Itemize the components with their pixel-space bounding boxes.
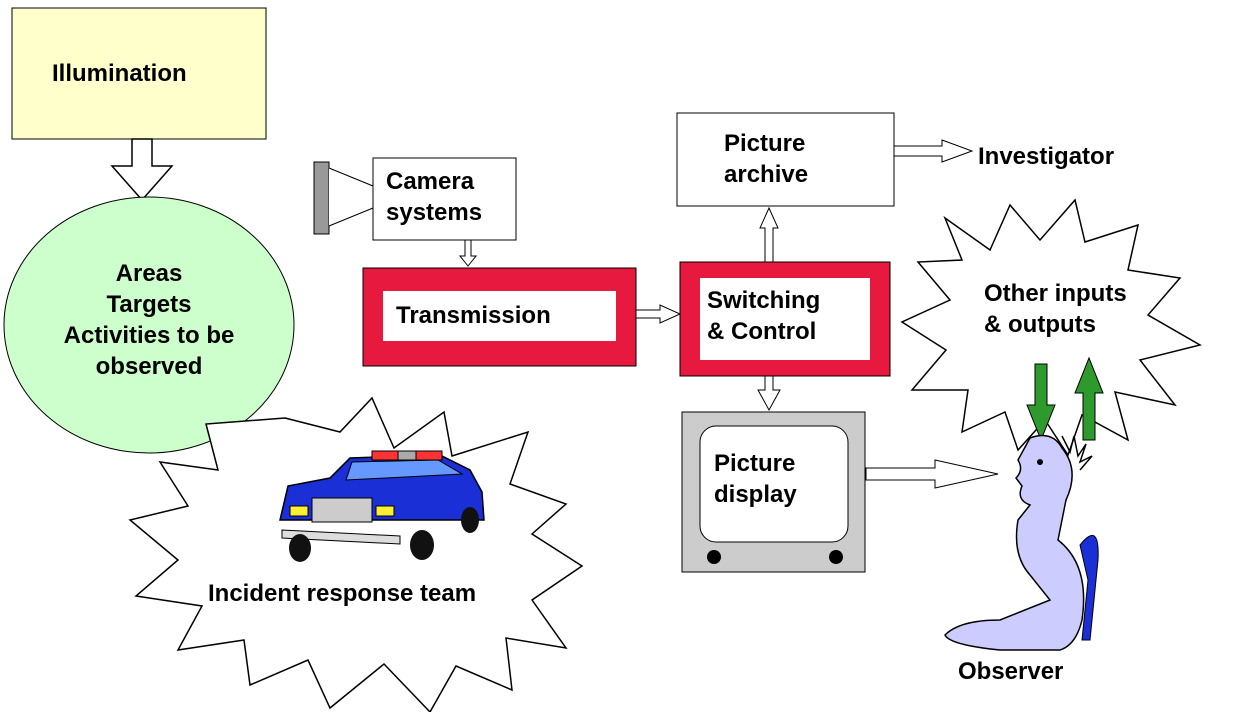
archive-line-1: Picture — [724, 130, 806, 157]
camera-line-1: Camera — [386, 168, 475, 195]
areas-line-4: observed — [95, 353, 203, 380]
io-up-arrow — [1074, 356, 1104, 441]
arrow-archive-investigator — [893, 139, 974, 163]
areas-line-2: Targets — [106, 291, 192, 318]
archive-line-2: archive — [724, 161, 809, 188]
areas-line-1: Areas — [115, 260, 183, 287]
other-io-line-2: & outputs — [984, 311, 1096, 338]
areas-line-3: Activities to be — [63, 322, 235, 349]
areas-circle — [3, 196, 295, 454]
archive-label: Picture archive — [724, 128, 808, 190]
picture-display-monitor — [681, 411, 866, 573]
arrow-camera-transmission — [458, 239, 478, 267]
camera-line-2: systems — [386, 199, 483, 226]
camera-box — [372, 157, 517, 241]
switching-label: Switching & Control — [707, 285, 820, 347]
display-line-1: Picture — [714, 450, 796, 477]
illumination-label: Illumination — [52, 60, 187, 87]
io-down-arrow — [1026, 363, 1056, 442]
switching-inner — [700, 278, 870, 360]
arrow-illumination-down — [110, 138, 174, 202]
other-io-line-1: Other inputs — [984, 280, 1127, 307]
observer-label: Observer — [958, 658, 1064, 685]
camera-label: Camera systems — [386, 166, 482, 228]
switching-line-2: & Control — [707, 318, 817, 345]
other-io-label: Other inputs & outputs — [984, 278, 1127, 340]
switching-line-1: Switching — [707, 287, 821, 314]
arrow-switching-display — [757, 375, 781, 412]
transmission-inner — [383, 291, 616, 341]
areas-label: Areas Targets Activities to be observed — [20, 258, 278, 382]
investigator-label: Investigator — [978, 143, 1115, 170]
display-line-2: display — [714, 481, 797, 508]
illumination-box — [11, 7, 267, 140]
other-io-burst — [900, 198, 1202, 457]
observer-figure-icon — [944, 434, 1099, 651]
display-label: Picture display — [714, 448, 797, 510]
camera-icon — [313, 161, 374, 235]
incident-label: Incident response team — [208, 580, 477, 607]
transmission-label: Transmission — [396, 302, 551, 329]
arrow-transmission-switching — [635, 304, 682, 324]
police-car-icon — [279, 450, 485, 562]
arrow-switching-archive — [759, 206, 779, 263]
archive-box — [676, 112, 895, 207]
arrow-display-observer — [865, 459, 999, 489]
